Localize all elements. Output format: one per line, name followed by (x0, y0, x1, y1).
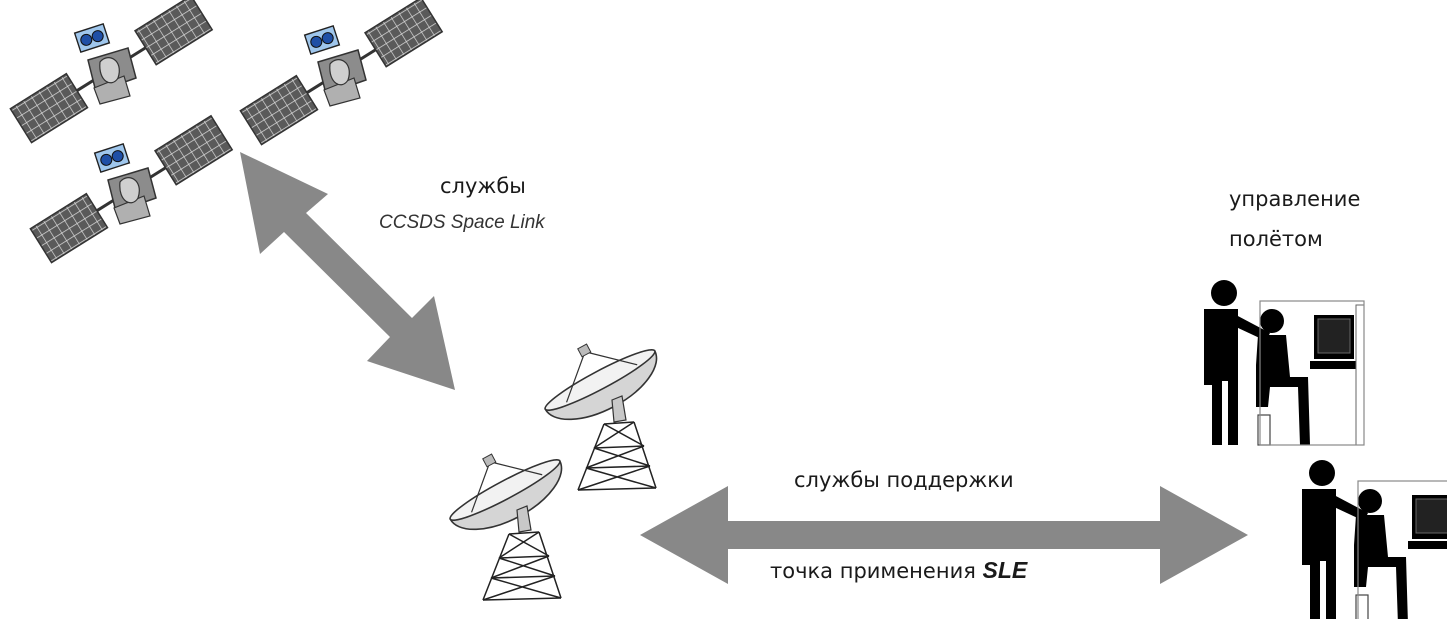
space-link-arrow (240, 152, 455, 390)
mission-control-label-line1: управление (1229, 187, 1361, 211)
space-link-subtitle: CCSDS Space Link (379, 212, 545, 233)
satellite-icon (8, 0, 214, 145)
support-services-label: службы поддержки (794, 468, 1014, 492)
ground-antenna-icon (431, 426, 575, 601)
sle-point-prefix: точка применения (770, 559, 976, 583)
sle-arrow (640, 486, 1248, 584)
space-link-title: службы (440, 174, 526, 198)
satellite-icon (238, 0, 444, 147)
sle-point-label: точка применения SLE (770, 557, 1027, 584)
operator-workstation-icon (1301, 459, 1447, 619)
sle-point-emphasis: SLE (982, 557, 1028, 583)
satellite-icon (28, 114, 234, 265)
operator-workstation-icon (1203, 279, 1365, 446)
mission-control-label-line2: полётом (1229, 227, 1323, 251)
